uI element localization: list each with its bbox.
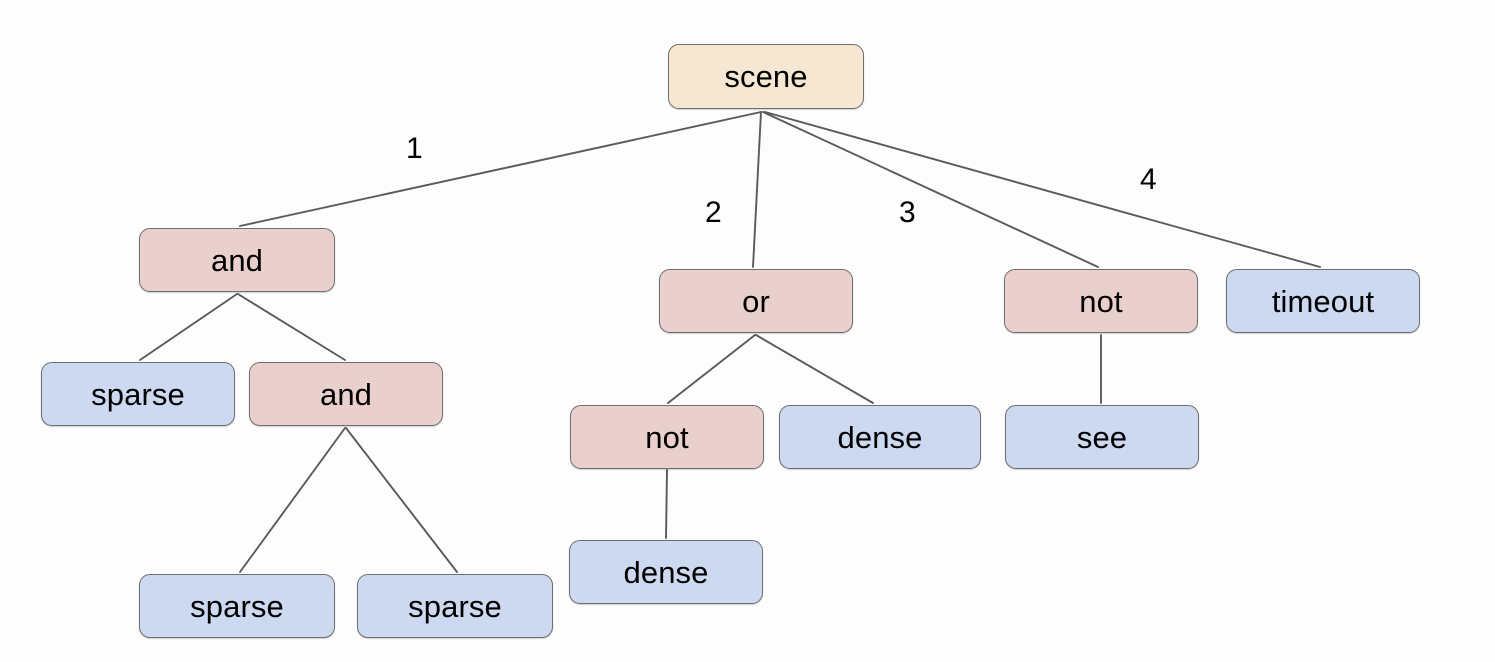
tree-node-sparse3[interactable]: sparse xyxy=(357,574,553,638)
tree-node-sparse1[interactable]: sparse xyxy=(41,362,235,426)
tree-node-or1[interactable]: or xyxy=(659,269,853,333)
tree-node-not1[interactable]: not xyxy=(1004,269,1198,333)
tree-edge xyxy=(764,111,1321,268)
tree-edge xyxy=(239,427,346,573)
tree-node-label: see xyxy=(1076,419,1128,455)
tree-node-label: not xyxy=(1079,283,1123,319)
tree-node-label: scene xyxy=(724,59,808,94)
tree-edge xyxy=(239,111,762,227)
tree-node-label: dense xyxy=(837,419,923,455)
tree-node-label: timeout xyxy=(1271,283,1375,319)
edge-label-2: 2 xyxy=(705,196,722,229)
edge-label-1: 1 xyxy=(406,132,423,165)
tree-edge xyxy=(237,293,346,361)
tree-node-sparse2[interactable]: sparse xyxy=(139,574,335,638)
tree-node-and1[interactable]: and xyxy=(139,228,335,292)
tree-edge xyxy=(762,111,1099,268)
tree-node-label: and xyxy=(210,242,264,278)
tree-edge xyxy=(667,334,756,404)
tree-node-timeout1[interactable]: timeout xyxy=(1226,269,1420,333)
tree-node-dense2[interactable]: dense xyxy=(569,540,763,604)
tree-edge xyxy=(665,469,668,539)
tree-edge xyxy=(345,427,458,573)
tree-edge xyxy=(139,293,238,361)
tree-node-label: dense xyxy=(623,554,709,590)
tree-node-label: sparse xyxy=(190,588,284,624)
edge-label-4: 4 xyxy=(1140,163,1157,196)
edge-label-3: 3 xyxy=(899,196,916,229)
tree-edge xyxy=(755,334,874,404)
tree-edge xyxy=(752,111,762,268)
tree-node-and2[interactable]: and xyxy=(249,362,443,426)
tree-node-dense1[interactable]: dense xyxy=(779,405,981,469)
tree-node-scene[interactable]: scene xyxy=(668,44,864,109)
tree-node-label: or xyxy=(742,283,770,319)
tree-node-label: not xyxy=(645,419,689,455)
tree-node-label: sparse xyxy=(91,376,185,412)
tree-node-label: and xyxy=(319,376,373,412)
tree-node-label: sparse xyxy=(408,588,502,624)
tree-node-not2[interactable]: not xyxy=(570,405,764,469)
tree-node-see1[interactable]: see xyxy=(1005,405,1199,469)
